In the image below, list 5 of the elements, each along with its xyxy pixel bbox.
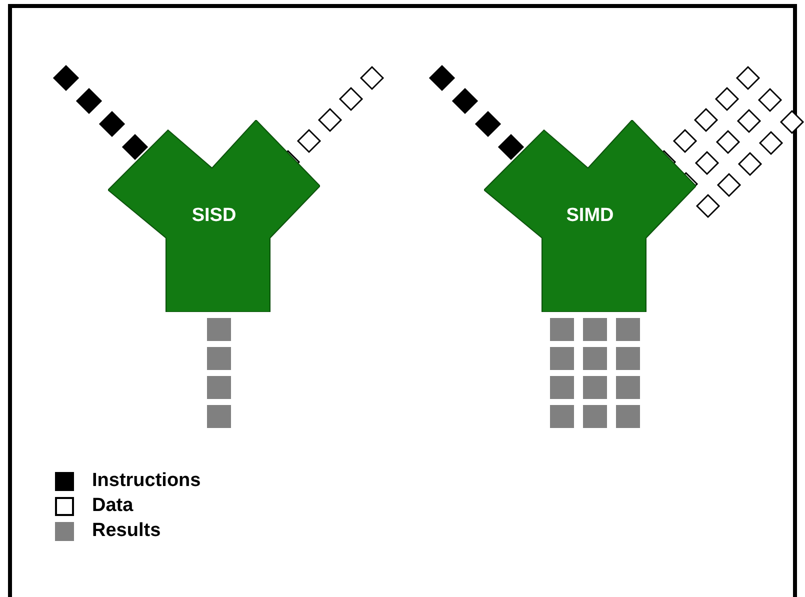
- processor-label: SISD: [192, 205, 236, 227]
- legend-label: Instructions: [92, 470, 201, 492]
- processor-label: SIMD: [566, 205, 614, 227]
- legend-label: Results: [92, 520, 161, 542]
- legend-label: Data: [92, 495, 134, 517]
